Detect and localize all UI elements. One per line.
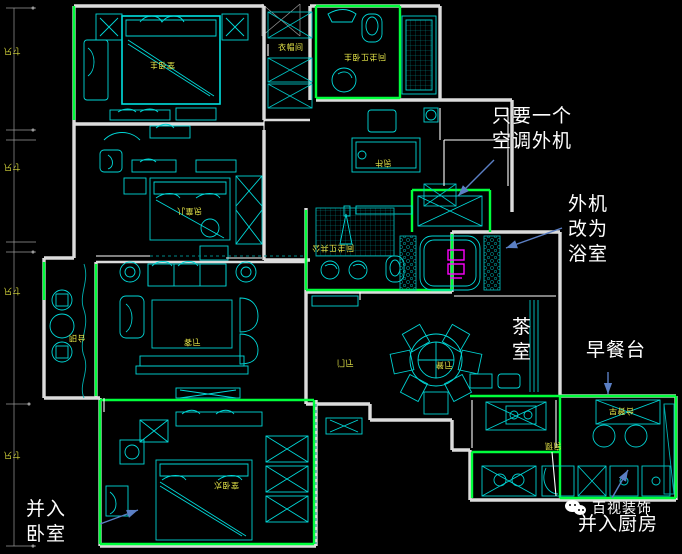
annotation-merge-kitchen: 并入厨房 xyxy=(578,512,658,537)
room-label-breakfast-bar-inplan: 早餐台 xyxy=(609,406,635,416)
modified-walls-highlight xyxy=(42,4,678,546)
annotation-tea-room: 茶室 xyxy=(512,315,532,365)
room-label-balcony: 阳台 xyxy=(69,333,86,343)
room-label-kitchen: 厨房 xyxy=(545,441,562,451)
annotation-merge-bedroom: 并入卧室 xyxy=(26,497,66,547)
arrow-ac-unit xyxy=(457,159,495,197)
annotation-line: 并入 xyxy=(26,498,67,520)
watermark-brand: 百视装饰 xyxy=(592,501,652,517)
annotation-breakfast-bar: 早餐台 xyxy=(586,338,646,363)
dimension-label-dim-left-1: 尺寸 xyxy=(4,46,21,56)
annotation-outdoor-to-bath: 外机改为浴室 xyxy=(568,192,608,267)
annotation-line: 室 xyxy=(512,341,533,364)
room-label-public-bathroom: 公共卫生间 xyxy=(312,243,355,253)
room-label-master-bedroom: 主卧室 xyxy=(150,60,176,70)
annotation-line: 并入厨房 xyxy=(578,513,659,535)
room-label-study: 书房 xyxy=(375,158,392,168)
annotation-line: 早餐台 xyxy=(586,339,647,361)
room-label-walk-in-closet: 衣帽间 xyxy=(278,43,304,52)
annotation-line: 浴室 xyxy=(568,243,609,266)
furniture-layer xyxy=(49,9,675,544)
annotation-line: 只要一个 xyxy=(492,105,573,127)
annotation-line: 空调外机 xyxy=(492,130,573,153)
dimension-label-dim-left-4: 尺寸 xyxy=(4,450,21,460)
accent-fixtures xyxy=(447,249,465,279)
room-label-entry-hall: 门厅 xyxy=(337,358,354,368)
dimension-ruler-left xyxy=(6,6,36,548)
arrow-merge-bedroom xyxy=(99,509,139,525)
wechat-icon xyxy=(565,499,587,517)
room-label-secondary-bedroom: 次卧室 xyxy=(214,480,240,490)
annotation-line: 卧室 xyxy=(26,523,67,546)
annotation-ac-outdoor-unit: 只要一个空调外机 xyxy=(492,104,572,154)
annotation-line: 茶 xyxy=(512,316,533,338)
room-label-children-room: 儿童房 xyxy=(177,206,203,216)
room-label-living-room: 客厅 xyxy=(184,337,201,347)
room-label-dining-room: 餐厅 xyxy=(436,360,453,370)
annotation-arrows xyxy=(99,159,629,525)
annotation-line: 改为 xyxy=(568,218,609,241)
dimension-label-dim-left-2: 尺寸 xyxy=(4,162,21,172)
dimension-label-dim-left-3: 尺寸 xyxy=(4,286,21,296)
annotation-line: 外机 xyxy=(568,193,609,215)
room-label-master-bathroom: 主卧卫生间 xyxy=(344,52,387,62)
partition-doors xyxy=(96,44,557,497)
arrow-merge-kitchen xyxy=(611,469,629,499)
wechat-watermark: 百视装饰 xyxy=(565,498,652,518)
arrow-outdoor-to-bath xyxy=(505,227,563,249)
